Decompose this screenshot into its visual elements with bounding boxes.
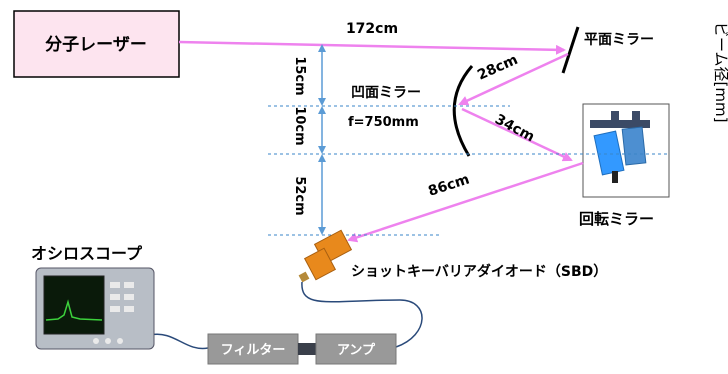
amp-label: アンプ — [337, 343, 376, 358]
diode — [298, 229, 353, 283]
focal-length-label: f=750mm — [348, 115, 419, 130]
distance-15: 15cm — [292, 56, 307, 95]
concave-mirror-label: 凹面ミラー — [351, 85, 421, 101]
beam-diameter-axis-label: ビーム径[mm] — [712, 22, 728, 122]
beam-concave-to-rotating — [461, 107, 573, 162]
distance-10: 10cm — [292, 106, 307, 145]
beam-flat-to-concave — [458, 52, 569, 106]
filter-box — [207, 333, 299, 365]
flat-mirror — [561, 26, 580, 74]
filter-label: フィルター — [221, 343, 286, 358]
rotating-mirror-label: 回転ミラー — [579, 210, 654, 228]
beam-rotating-to-diode — [347, 161, 584, 243]
distance-laser-to-flat: 172cm — [346, 21, 398, 37]
distance-52: 52cm — [292, 176, 307, 215]
distance-concave-to-rotating: 34cm — [492, 111, 537, 145]
laser-label: 分子レーザー — [45, 35, 147, 55]
cable-diode-to-amp — [301, 281, 423, 348]
diode-label: ショットキーバリアダイオード（SBD） — [351, 263, 607, 280]
laser-box — [13, 10, 180, 78]
flat-mirror-label: 平面ミラー — [584, 32, 654, 48]
amp-box — [315, 333, 397, 365]
connector — [298, 343, 316, 355]
rotating-mirror — [582, 103, 670, 198]
beam-laser-to-flat — [178, 40, 566, 55]
oscilloscope — [35, 267, 155, 350]
oscilloscope-label: オシロスコープ — [31, 244, 143, 263]
concave-mirror — [452, 65, 474, 157]
distance-rotating-to-diode: 86cm — [426, 171, 471, 199]
